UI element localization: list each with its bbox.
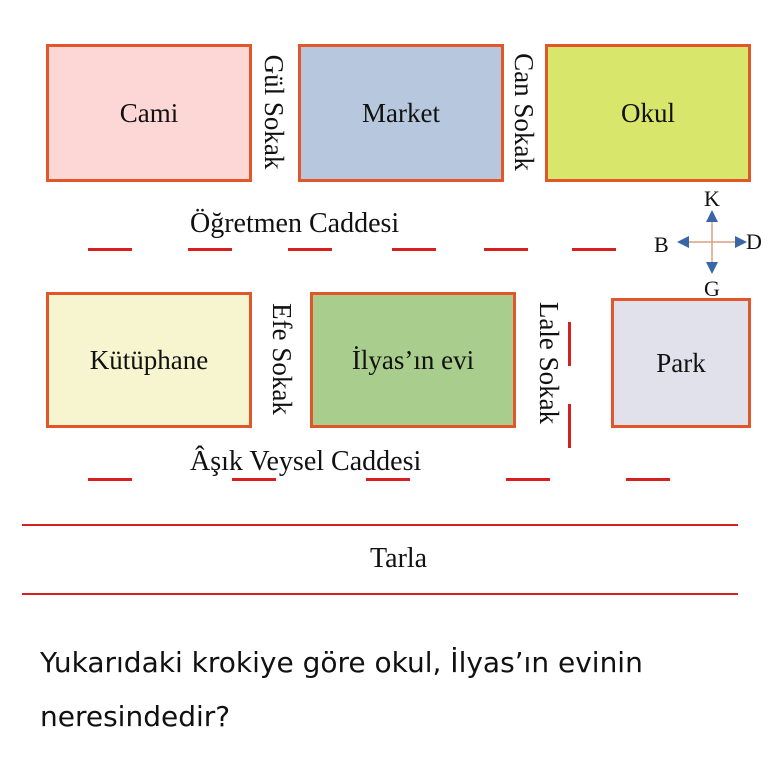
lale-sokak-label: Lale Sokak	[534, 301, 564, 425]
park-block: Park	[611, 298, 751, 428]
compass-east: D	[746, 229, 762, 254]
ilyas-evi-block: İlyas’ın evi	[310, 292, 516, 428]
cami-label: Cami	[119, 97, 179, 128]
street-dash	[392, 248, 436, 251]
okul-block: Okul	[545, 44, 751, 182]
street-dash	[232, 478, 276, 481]
ilyas-evi-label: İlyas’ın evi	[351, 344, 475, 375]
compass-icon	[677, 210, 747, 274]
tarla-bottom-line	[22, 593, 738, 595]
street-dash	[626, 478, 670, 481]
street-dash	[568, 322, 571, 366]
question-text: Yukarıdaki krokiye göre okul, İlyas’ın e…	[40, 636, 760, 744]
compass-south: G	[704, 276, 720, 301]
street-dash	[88, 478, 132, 481]
street-dash	[188, 248, 232, 251]
compass-west: B	[654, 232, 669, 257]
street-dash	[506, 478, 550, 481]
market-block: Market	[298, 44, 504, 182]
street-dash	[366, 478, 410, 481]
tarla-label: Tarla	[370, 543, 428, 574]
market-label: Market	[362, 97, 440, 128]
okul-label: Okul	[621, 97, 675, 128]
kutuphane-block: Kütüphane	[46, 292, 252, 428]
asik-veysel-caddesi-label: Âşık Veysel Caddesi	[190, 446, 422, 477]
street-dash	[572, 248, 616, 251]
street-dash	[288, 248, 332, 251]
street-dash	[88, 248, 132, 251]
cami-block: Cami	[46, 44, 252, 182]
ogretmen-caddesi-label: Öğretmen Caddesi	[190, 208, 400, 239]
street-dash	[568, 404, 571, 448]
tarla-top-line	[22, 524, 738, 526]
gul-sokak-label: Gül Sokak	[259, 54, 289, 170]
park-label: Park	[656, 347, 706, 378]
can-sokak-label: Can Sokak	[509, 53, 539, 171]
question-line-2: neresindedir?	[40, 700, 231, 733]
efe-sokak-label: Efe Sokak	[267, 303, 297, 415]
question-line-1: Yukarıdaki krokiye göre okul, İlyas’ın e…	[40, 646, 643, 679]
compass-north: K	[704, 186, 720, 211]
kutuphane-label: Kütüphane	[89, 344, 209, 375]
street-dash	[484, 248, 528, 251]
